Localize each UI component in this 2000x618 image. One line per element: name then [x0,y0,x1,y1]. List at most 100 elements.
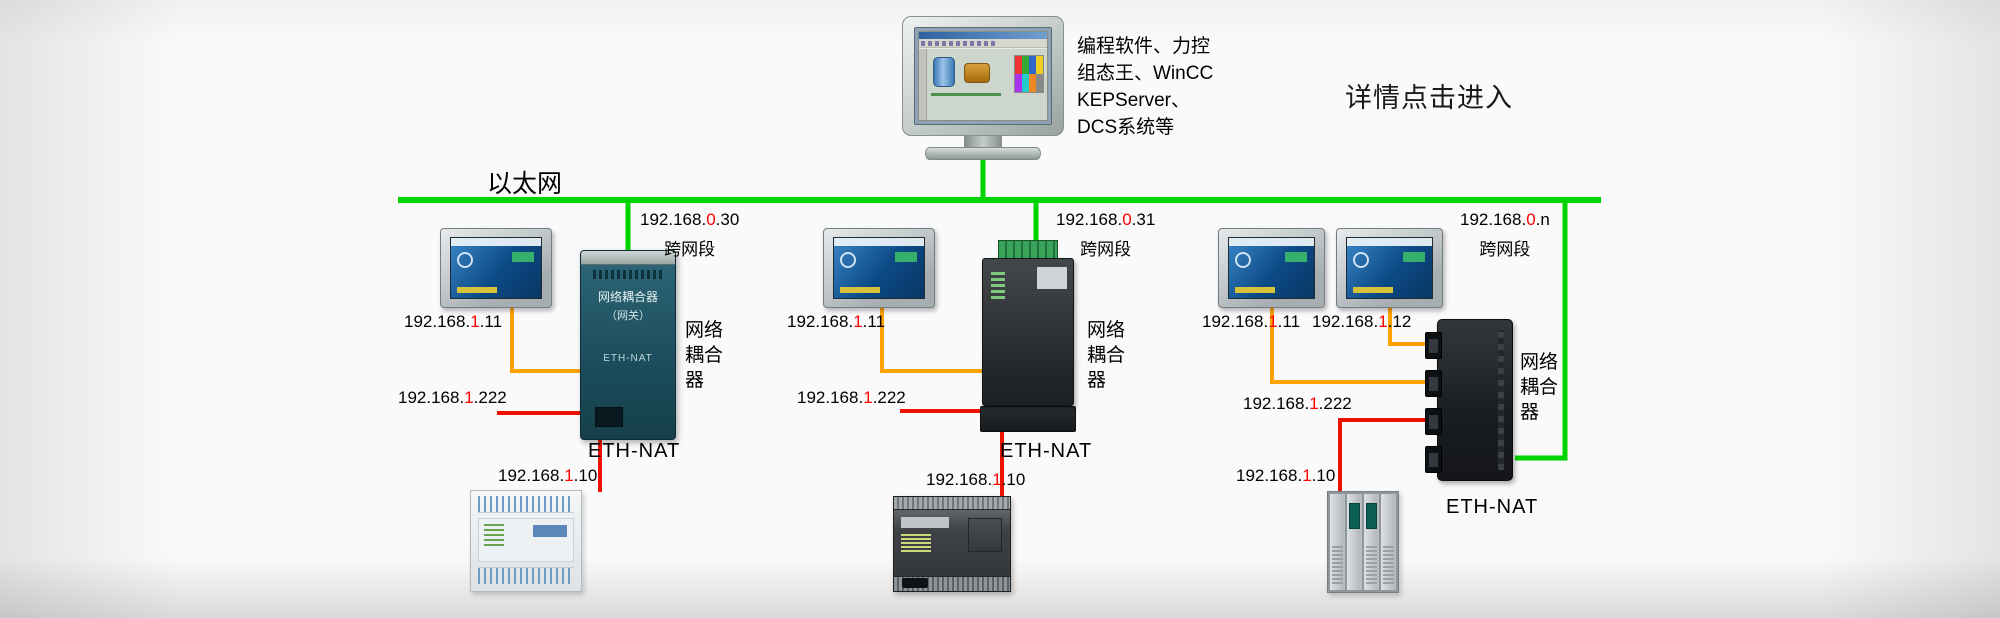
coupler-3-port-1 [1425,332,1442,359]
coupler-1-device-subtext: （网关） [606,310,650,322]
ip-suffix: .30 [715,210,740,229]
coupler-3-port-4 [1425,446,1442,473]
plc-1-ip-label: 192.168.1.10 [498,466,597,486]
plc-3-ip-label: 192.168.1.10 [1236,466,1335,486]
role-line: 耦合 [1087,345,1126,366]
coupler-2-lan-ip-label: 192.168.1.222 [797,388,906,408]
hmi-bar-graphic [840,287,880,293]
details-cta[interactable]: 详情点击进入 [1345,83,1513,113]
monitor-screen [914,27,1052,125]
hmi-3a-screen [1228,237,1315,299]
ip-suffix: .31 [1131,210,1156,229]
plc-3-module-display [1364,494,1379,590]
coupler-2-role-label: 网络 耦合 器 [1087,318,1125,393]
ip-octet3: 1 [853,312,863,331]
scada-side-toolbar [919,49,927,120]
coupler-1-role-label: 网络 耦合 器 [685,318,723,393]
caption-line: 编程软件、力控 [1077,36,1211,57]
hmi-screen-header [834,238,924,246]
coupler-3-port-3 [1425,408,1442,435]
role-line: 耦合 [1520,377,1559,398]
ip-octet3: 1 [1309,394,1319,413]
network-coupler-2 [980,240,1076,434]
coupler-1-lan-ip-label: 192.168.1.222 [398,388,507,408]
hmi-widget-graphic [895,252,917,262]
coupler-2-label-plate [1037,267,1067,289]
hmi-panel-3a [1218,228,1325,308]
cross-segment-label: 跨网段 [1080,240,1132,259]
ethernet-label: 以太网 [487,170,563,198]
ip-prefix: 192.168. [1312,312,1379,331]
coupler-3-role-label: 网络 耦合 器 [1520,350,1558,425]
hmi-panel-1 [440,228,552,308]
hmi-panel-2 [823,228,935,308]
hmi-1-to-coupler-1-wire [510,308,582,373]
role-line: 器 [1087,370,1107,391]
coupler-3-vent-rail [1498,330,1504,470]
hmi-panel-3b [1336,228,1443,308]
hmi-gauge-graphic [840,252,856,268]
ip-text: 192.168.0.30 [640,210,739,230]
ip-octet3: 0 [1122,210,1132,229]
caption-line: 组态王、WinCC [1077,63,1214,84]
coupler-3-port-2 [1425,370,1442,397]
ip-prefix: 192.168. [1202,312,1269,331]
software-caption: 编程软件、力控 组态王、WinCC KEPServer、 DCS系统等 [1077,33,1213,141]
plc-2 [893,496,1011,592]
coupler-1-device-model-text: ETH-NAT [603,353,653,364]
ip-octet3: 1 [470,312,480,331]
hmi-3a-to-coupler-3-wire [1270,308,1440,384]
coupler-2-terminal-block [998,240,1058,258]
hmi-gauge-graphic [457,252,473,268]
ip-prefix: 192.168. [1236,466,1303,485]
ip-prefix: 192.168. [498,466,565,485]
hmi-3b-to-coupler-3-wire [1388,308,1440,346]
ip-octet3: 1 [992,470,1002,489]
plc-3-module [1381,494,1396,590]
ip-text: 192.168.0.n [1460,210,1550,230]
role-line: 耦合 [685,345,724,366]
ip-prefix: 192.168. [797,388,864,407]
plc-2-port-connector [902,578,928,588]
scada-canvas [919,49,1047,120]
scada-pipe-graphic [931,93,1001,96]
ip-octet3: 0 [706,210,716,229]
hmi-2-screen [833,237,925,299]
cross-segment-label: 跨网段 [1479,240,1531,259]
ip-octet3: 1 [1268,312,1278,331]
hmi-screen-header [1229,238,1314,246]
coupler-3-ethernet-drop-line [1515,200,1568,461]
monitor-stand-base [925,147,1041,160]
ip-text: 192.168.0.31 [1056,210,1155,230]
ip-prefix: 192.168. [1460,210,1527,229]
ip-suffix: .222 [1318,394,1352,413]
ip-suffix: .222 [872,388,906,407]
scada-software-window [918,31,1048,121]
coupler-1-name-label: ETH-NAT [588,440,681,462]
pc-monitor [902,16,1064,160]
coupler-1-top-cap [581,251,675,265]
ip-suffix: .11 [862,312,886,331]
ip-suffix: .12 [1387,312,1412,331]
plc-1-top-terminals [478,496,574,513]
scada-color-palette [1014,55,1044,93]
coupler-2-name-label: ETH-NAT [1000,440,1093,462]
coupler-3-lan-ip-label: 192.168.1.222 [1243,394,1352,414]
ip-octet3: 1 [1302,466,1312,485]
role-line: 器 [1520,402,1540,423]
ip-suffix: .11 [1277,312,1301,331]
hmi-1-screen [450,237,542,299]
coupler-1-port [595,407,623,427]
hmi-widget-graphic [1403,252,1425,262]
hmi-screen-header [451,238,541,246]
ip-suffix: .11 [479,312,503,331]
plc-1 [470,490,582,592]
ip-prefix: 192.168. [787,312,854,331]
role-line: 器 [685,370,705,391]
hmi-widget-graphic [512,252,534,262]
hmi-2-ip-label: 192.168.1.11 [787,312,885,332]
hmi-widget-graphic [1285,252,1307,262]
hmi-3b-ip-label: 192.168.1.12 [1312,312,1411,332]
